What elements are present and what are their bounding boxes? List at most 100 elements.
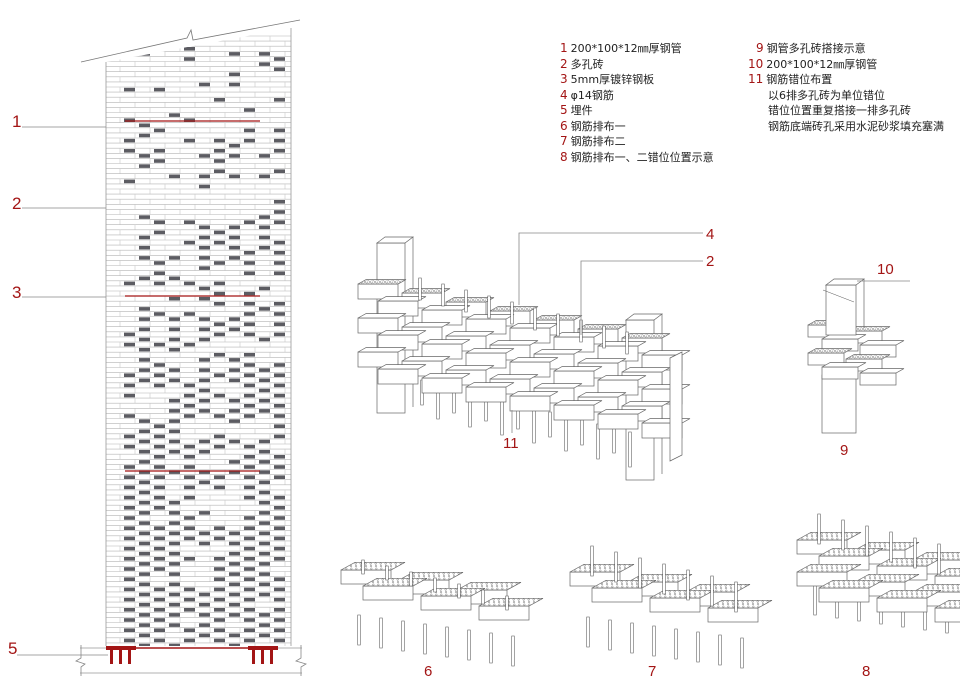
- hollow-brick: [214, 138, 225, 143]
- brick-hole: [872, 548, 875, 551]
- hollow-brick: [139, 215, 150, 219]
- brick-hole: [399, 562, 402, 565]
- brick-hole: [437, 572, 440, 575]
- brick-hole: [469, 588, 472, 591]
- brick-hole: [908, 574, 911, 577]
- brick-hole: [811, 351, 814, 354]
- hollow-brick: [199, 449, 210, 454]
- brick-hole: [630, 333, 633, 336]
- hollow-brick: [154, 506, 165, 510]
- hollow-brick: [154, 383, 165, 388]
- brick-hole: [715, 589, 718, 592]
- brick-hole: [671, 577, 675, 580]
- brick-hole: [867, 583, 871, 586]
- hollow-brick: [214, 587, 225, 592]
- break-line: [295, 645, 307, 676]
- hollow-brick: [244, 251, 255, 255]
- brick-top: [465, 382, 515, 388]
- brick-top: [445, 331, 495, 337]
- hollow-brick: [199, 480, 210, 485]
- brick-hole: [442, 572, 445, 575]
- brick-hole: [805, 567, 809, 570]
- brick-hole: [437, 289, 441, 292]
- brick-hole: [484, 300, 487, 303]
- brick: [421, 377, 463, 394]
- brick-hole: [574, 569, 577, 572]
- rebar: [511, 635, 515, 667]
- brick-hole: [442, 575, 446, 578]
- hollow-brick: [259, 174, 270, 179]
- hollow-brick: [139, 133, 150, 138]
- brick-hole: [567, 315, 570, 318]
- brick-hole: [469, 297, 472, 300]
- hollow-brick: [154, 608, 165, 612]
- hollow-brick: [229, 82, 240, 87]
- brick-hole: [908, 542, 911, 545]
- brick: [649, 597, 701, 613]
- brick-hole: [522, 601, 526, 604]
- brick-hole: [608, 564, 611, 567]
- brick-hole: [655, 336, 658, 339]
- brick-hole: [465, 585, 469, 588]
- brick-hole: [881, 355, 885, 358]
- brick-hole: [943, 603, 947, 606]
- brick-hole: [603, 564, 606, 567]
- brick-hole: [957, 557, 960, 560]
- brick-hole: [893, 545, 897, 548]
- hollow-brick: [184, 57, 195, 61]
- brick-hole: [895, 590, 898, 593]
- brick-hole: [877, 580, 880, 583]
- brick-hole: [665, 333, 668, 336]
- hollow-brick: [259, 388, 270, 393]
- brick-hole: [898, 577, 902, 580]
- hollow-brick: [154, 128, 165, 133]
- rebar-layout-one: [340, 559, 544, 667]
- hollow-brick: [184, 281, 195, 286]
- brick-hole: [447, 572, 450, 575]
- hollow-brick: [199, 633, 210, 638]
- brick-hole: [905, 561, 909, 564]
- hollow-brick: [244, 138, 255, 143]
- brick-hole: [746, 603, 750, 606]
- hollow-brick: [169, 643, 180, 646]
- hollow-brick: [274, 557, 285, 561]
- brick-hole: [801, 569, 804, 572]
- brick-hole: [930, 590, 933, 593]
- brick-top: [489, 340, 539, 346]
- hollow-brick: [274, 210, 285, 214]
- brick-hole: [910, 558, 913, 561]
- brick-hole: [944, 573, 947, 576]
- hollow-brick: [139, 623, 150, 627]
- brick-hole: [412, 575, 416, 578]
- brick-hole: [610, 580, 613, 583]
- brick-hole: [416, 578, 419, 581]
- hollow-brick: [169, 572, 180, 576]
- brick-hole: [896, 595, 899, 598]
- hollow-brick: [244, 108, 255, 112]
- brick-hole: [396, 279, 399, 282]
- hollow-brick: [154, 465, 165, 469]
- brick-hole: [921, 555, 925, 558]
- brick-hole: [828, 349, 832, 352]
- brick-hole: [731, 600, 734, 603]
- hollow-brick: [244, 353, 255, 357]
- brick-hole: [407, 583, 410, 586]
- hollow-brick: [139, 378, 150, 383]
- brick-hole: [361, 282, 364, 285]
- hollow-brick: [169, 174, 180, 179]
- anchor-bar: [128, 650, 131, 664]
- hollow-brick: [244, 383, 255, 388]
- brick-hole: [926, 555, 930, 558]
- hollow-brick: [199, 398, 210, 403]
- brick-hole: [572, 315, 575, 318]
- brick-hole: [410, 291, 413, 294]
- brick-hole: [828, 553, 831, 556]
- brick-hole: [631, 585, 634, 588]
- brick-hole: [393, 280, 397, 283]
- rebar: [433, 577, 437, 593]
- brick-hole: [871, 327, 875, 330]
- brick-hole: [465, 593, 468, 596]
